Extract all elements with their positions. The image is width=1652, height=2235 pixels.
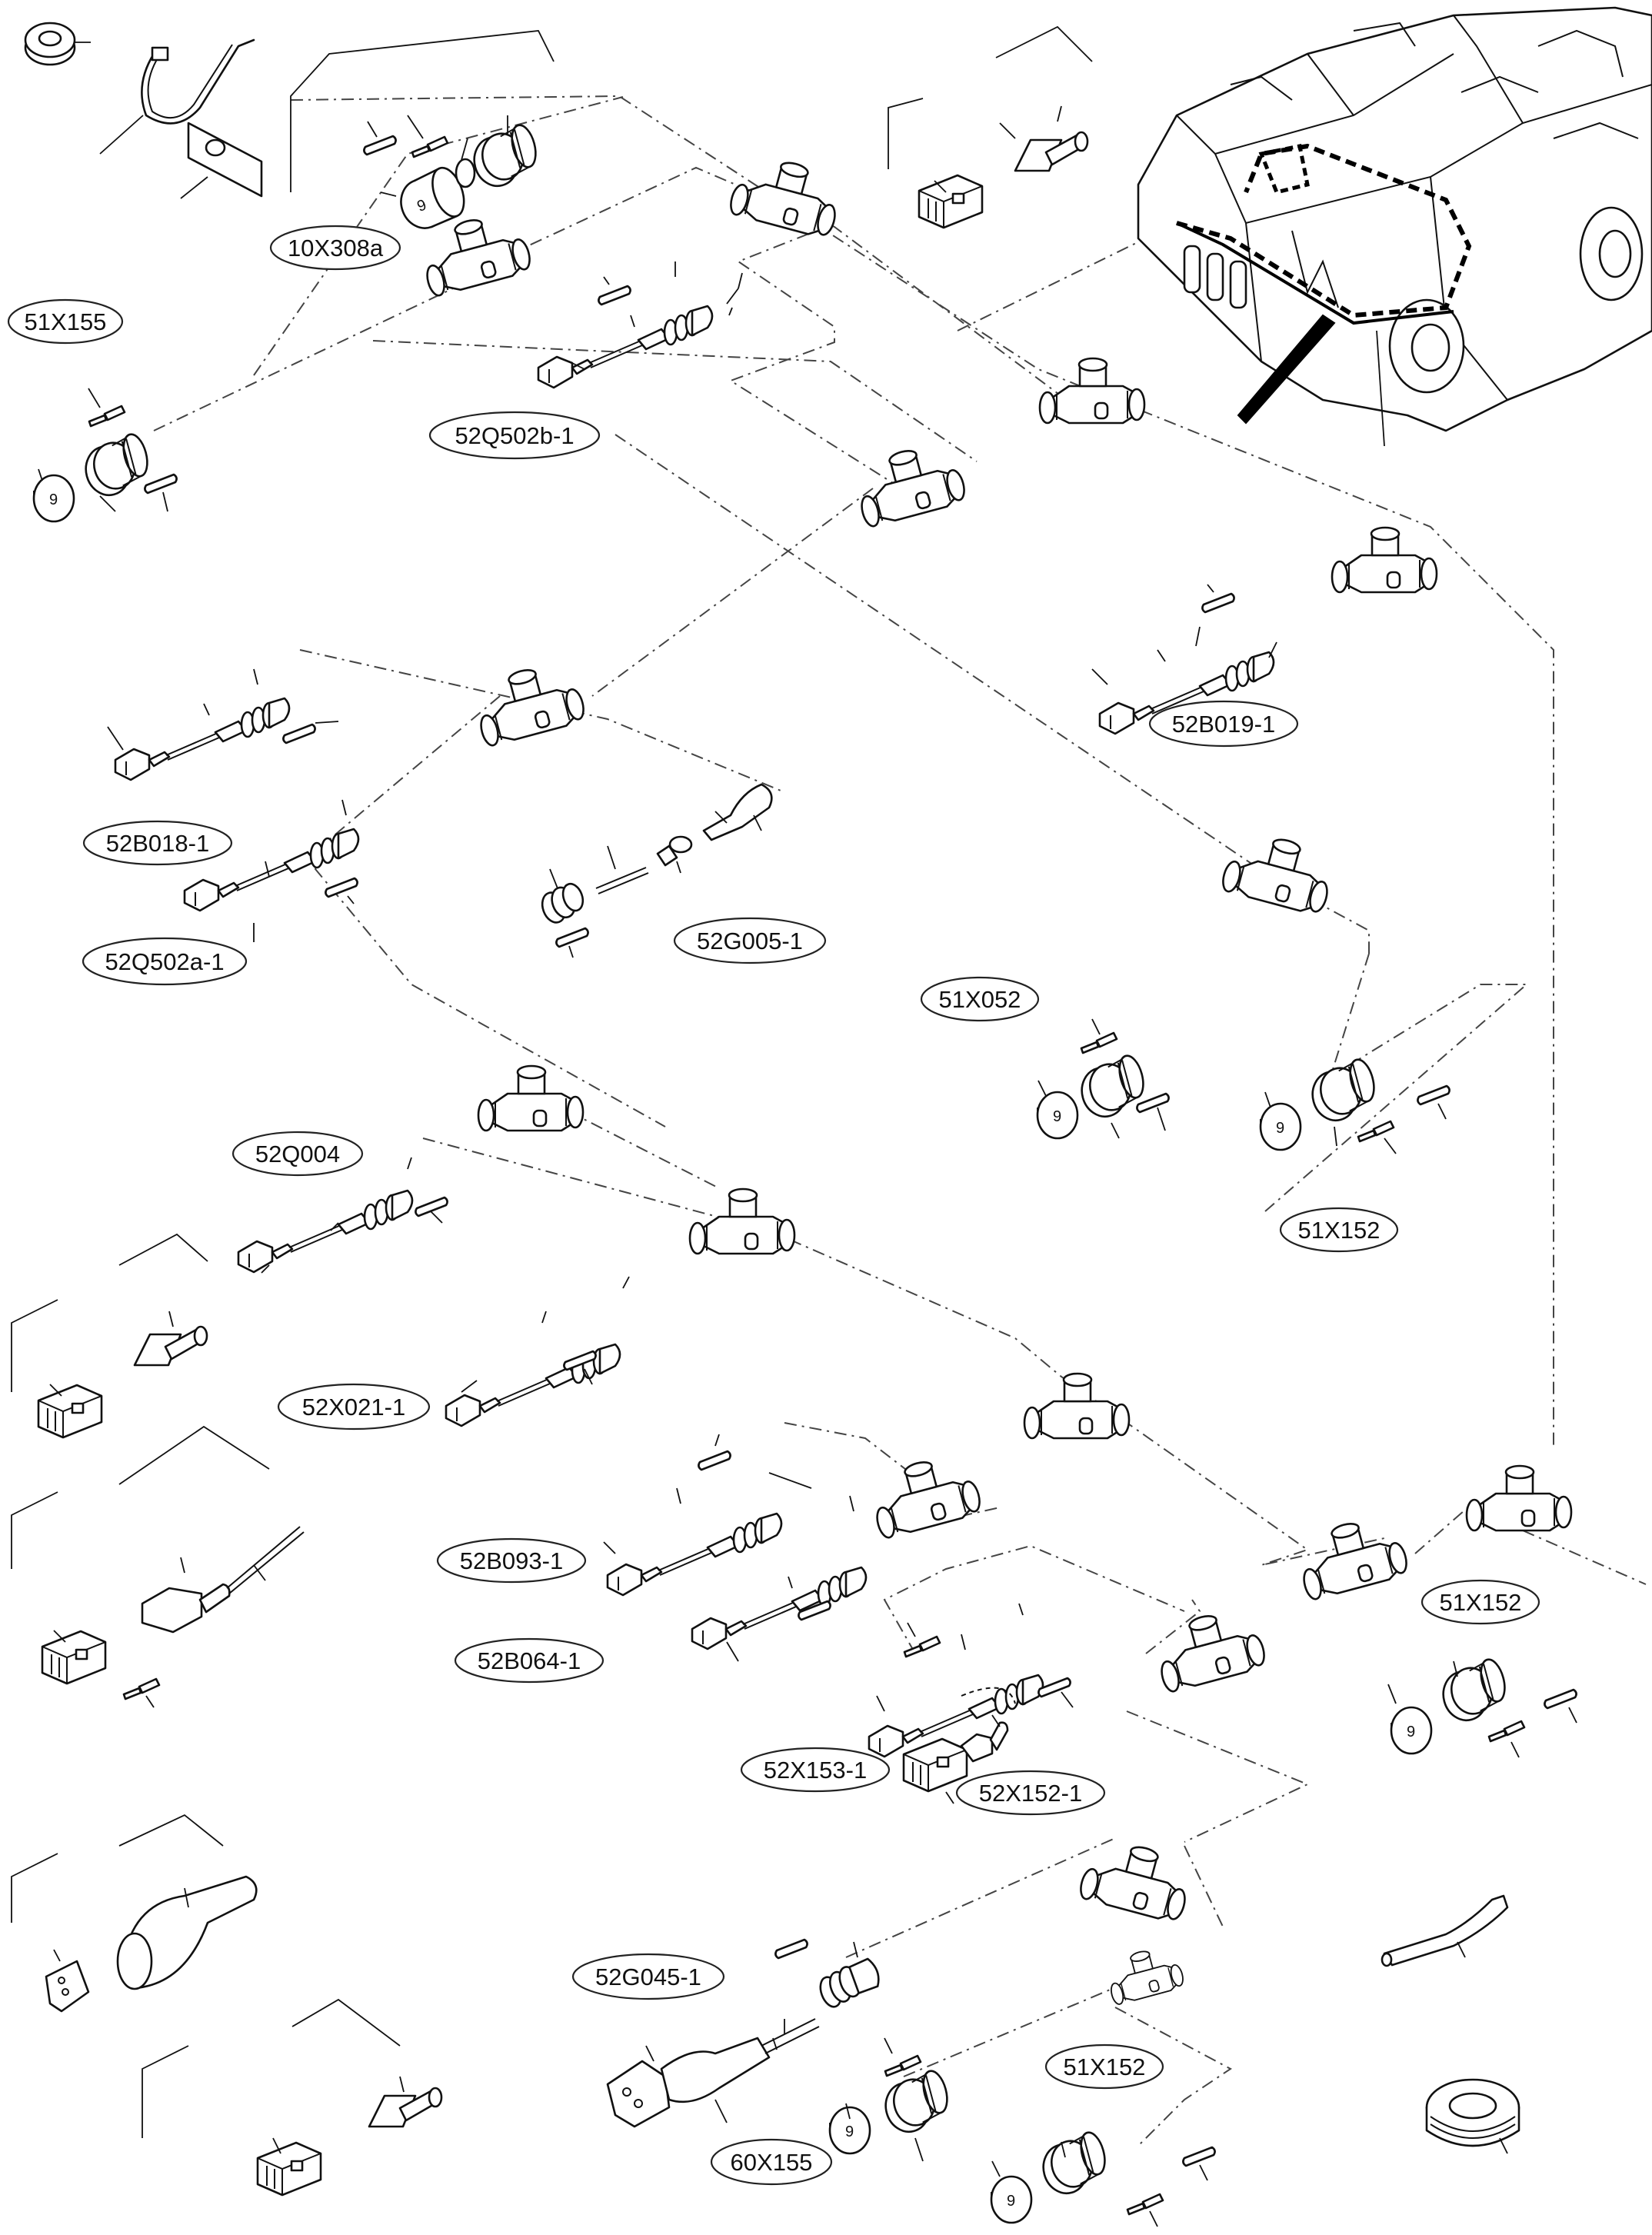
label-51X152-c: 51X152 — [1044, 2043, 1164, 2090]
group-52B064-1-parts — [691, 1495, 868, 1662]
group-52Q502b-1-parts — [537, 261, 743, 389]
group-51X152-b-parts — [1387, 1656, 1577, 1758]
group-51X052-parts — [1036, 1018, 1170, 1140]
label-52X152-1: 52X152-1 — [955, 1770, 1106, 1816]
group-52X021-1-parts — [445, 1276, 630, 1427]
t-junction-icon — [1038, 357, 1146, 425]
t-junction-icon — [477, 1064, 585, 1132]
t-junction-icon — [1465, 1464, 1573, 1532]
grommet-icon — [24, 22, 91, 66]
label-52Q502b-1: 52Q502b-1 — [428, 411, 601, 460]
svg-text:52Q502b-1: 52Q502b-1 — [455, 422, 574, 449]
svg-text:52X152-1: 52X152-1 — [979, 1780, 1082, 1807]
svg-text:52X021-1: 52X021-1 — [302, 1394, 405, 1421]
group-60X155-parts — [828, 2037, 955, 2162]
label-52B093-1: 52B093-1 — [436, 1537, 587, 1584]
group-10X308a-parts: 9 — [363, 115, 544, 229]
group-51X152-a-parts — [1259, 1056, 1450, 1154]
group-52X152-1-parts — [902, 1714, 1009, 1804]
t-junction-icon — [468, 656, 588, 748]
t-junction-icon — [1219, 825, 1339, 918]
svg-text:52X153-1: 52X153-1 — [764, 1757, 867, 1784]
group-top-plug-parts — [918, 105, 1089, 229]
t-junction-icon — [1291, 1510, 1411, 1602]
t-junction-icon — [864, 1448, 984, 1541]
group-brackets — [11, 25, 1093, 2138]
group-52Q502a-1-parts — [183, 799, 360, 942]
group-51X152-c-parts — [990, 2129, 1216, 2227]
group-52B019-1-parts — [1091, 584, 1277, 735]
svg-text:52B019-1: 52B019-1 — [1172, 711, 1275, 738]
label-52Q004: 52Q004 — [231, 1131, 364, 1177]
group-52B093-1-parts — [603, 1434, 812, 1597]
group-left-plug-4 — [256, 2076, 443, 2197]
seal-plate-icon — [180, 122, 263, 199]
t-junction-icon — [1077, 1833, 1197, 1925]
svg-text:52G045-1: 52G045-1 — [595, 1964, 701, 1990]
conduit-hose-icon — [1381, 1894, 1509, 1967]
label-52X021-1: 52X021-1 — [277, 1383, 431, 1431]
label-51X052: 51X052 — [920, 976, 1040, 1022]
svg-text:51X152: 51X152 — [1440, 1589, 1522, 1616]
group-52B018-1-parts — [107, 668, 339, 781]
engine-block-icon — [1137, 6, 1652, 447]
cable-tie-icon — [99, 38, 255, 155]
label-52X153-1: 52X153-1 — [740, 1747, 891, 1793]
t-junction-icon — [1331, 526, 1438, 594]
group-52G045-1-parts — [606, 1938, 880, 2128]
label-51X155: 51X155 — [7, 298, 124, 345]
group-51X155-parts — [32, 388, 178, 523]
svg-text:52Q502a-1: 52Q502a-1 — [105, 948, 224, 975]
svg-text:10X308a: 10X308a — [288, 235, 384, 261]
insulating-tape-icon — [1425, 2078, 1520, 2154]
label-52G005-1: 52G005-1 — [673, 917, 827, 964]
svg-text:51X052: 51X052 — [939, 986, 1021, 1013]
label-52B019-1: 52B019-1 — [1148, 700, 1299, 748]
t-junction-icon — [1149, 1602, 1269, 1694]
label-60X155: 60X155 — [710, 2138, 833, 2186]
svg-text:60X155: 60X155 — [731, 2149, 813, 2176]
label-52Q502a-1: 52Q502a-1 — [82, 937, 248, 986]
label-51X152-b: 51X152 — [1421, 1579, 1540, 1625]
group-52G005-1-parts — [541, 783, 773, 958]
svg-text:52B064-1: 52B064-1 — [478, 1647, 581, 1674]
label-51X152-a: 51X152 — [1279, 1207, 1399, 1253]
svg-text:52B018-1: 52B018-1 — [106, 830, 209, 857]
label-52B064-1: 52B064-1 — [454, 1637, 605, 1684]
group-left-plug-1 — [37, 1311, 208, 1439]
label-10X308a: 10X308a — [269, 225, 401, 271]
t-junction-icon — [1102, 1942, 1187, 2007]
svg-text:52B093-1: 52B093-1 — [460, 1547, 563, 1574]
t-junction-icon — [727, 148, 847, 241]
svg-text:52Q004: 52Q004 — [255, 1141, 340, 1167]
svg-text:51X152: 51X152 — [1064, 2053, 1146, 2080]
t-junction-icon — [688, 1187, 796, 1255]
label-52G045-1: 52G045-1 — [571, 1953, 725, 2000]
svg-text:52G005-1: 52G005-1 — [697, 928, 803, 954]
group-52Q004-parts — [237, 1157, 448, 1274]
svg-text:51X155: 51X155 — [25, 308, 107, 335]
label-52B018-1: 52B018-1 — [82, 820, 233, 866]
svg-text:51X152: 51X152 — [1298, 1217, 1381, 1244]
group-left-plug-3 — [45, 1875, 258, 2013]
group-52X153-1-parts — [868, 1603, 1074, 1758]
t-junction-icon — [849, 437, 969, 529]
group-left-plug-2 — [41, 1526, 305, 1708]
t-junction-icon — [1023, 1372, 1131, 1440]
